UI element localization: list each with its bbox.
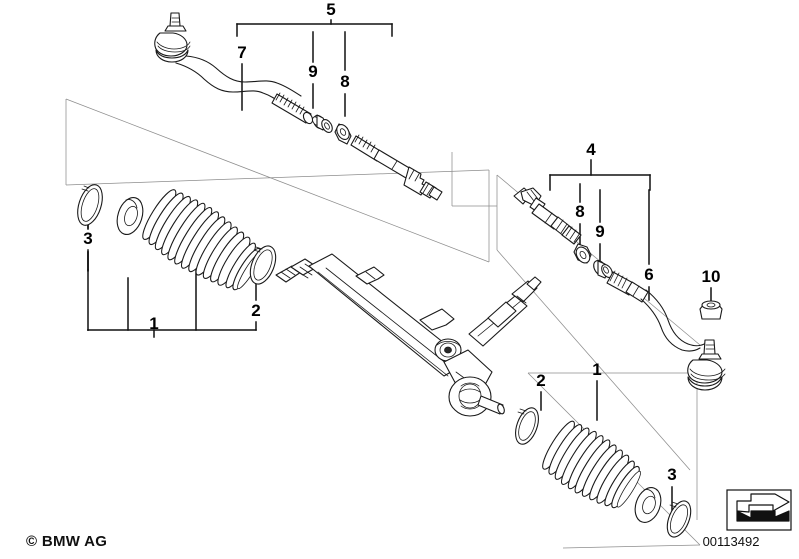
- part-1-bellows-left-end-ring: [116, 197, 144, 235]
- callout-number-5: 5: [326, 0, 336, 19]
- callout-number-10: 10: [701, 267, 721, 286]
- part-3-clamp-small-left: [77, 184, 103, 226]
- arrow-direction-icon: [726, 489, 792, 531]
- copyright-notice: © BMW AG: [26, 533, 108, 550]
- group-outline-top-left-tie-rod: [451, 152, 497, 207]
- callout-number-1l: 1: [149, 314, 159, 333]
- part-8-hex-nut-left: [334, 123, 352, 145]
- part-1-bellows-right: [542, 420, 641, 509]
- part-8-hex-nut-right: [573, 243, 592, 264]
- part-9-lock-collar-right: [593, 260, 613, 279]
- callout-number-8r: 8: [575, 202, 585, 221]
- part-1-bellows-right-end-ring: [634, 487, 662, 523]
- part-7-outer-tie-rod-left: [154, 12, 314, 125]
- part-6-outer-tie-rod-right: [606, 270, 726, 391]
- callout-number-2r: 2: [536, 371, 546, 390]
- callout-number-3r: 3: [667, 465, 677, 484]
- callout-number-6: 6: [644, 265, 654, 284]
- callout-number-7: 7: [237, 43, 247, 62]
- callout-number-9: 9: [308, 62, 318, 81]
- steering-rack-housing: [275, 253, 542, 417]
- group-outline-left-bellows: [65, 98, 490, 263]
- part-5-inner-tie-rod-left: [350, 134, 443, 201]
- part-1-bellows-left: [142, 189, 262, 291]
- part-number-label: 00113492: [702, 534, 760, 549]
- callout-number-4: 4: [586, 140, 596, 159]
- callout-number-3l: 3: [83, 229, 93, 248]
- part-10-castle-nut: [699, 300, 723, 320]
- part-9-lock-collar-left: [312, 114, 333, 134]
- part-4-inner-tie-rod-right: [513, 187, 582, 245]
- part-3-clamp-small-right: [666, 500, 692, 538]
- callout-number-9r: 9: [595, 222, 605, 241]
- callout-number-2l: 2: [251, 301, 261, 320]
- callout-leaders: [87, 19, 712, 521]
- callout-number-1r: 1: [592, 360, 602, 379]
- part-2-clamp-large-left: [249, 245, 277, 285]
- callout-number-8: 8: [340, 72, 350, 91]
- part-2-clamp-large-right: [515, 407, 539, 445]
